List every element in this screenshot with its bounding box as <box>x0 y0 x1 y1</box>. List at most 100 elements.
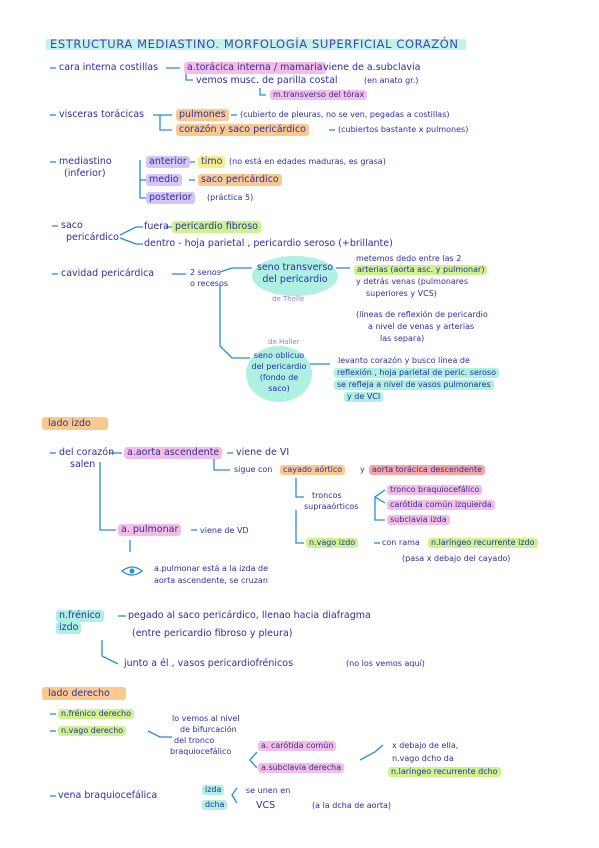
senos-2: o recesos <box>190 279 229 288</box>
mediastino-anterior: anterior <box>146 156 190 168</box>
mediastino-inferior: (inferior) <box>64 168 106 179</box>
pericardio-fibroso: pericardio fibroso <box>172 221 261 233</box>
frenico-derecho: n.frénico derecho <box>58 709 134 719</box>
thelle-note: de Thelle <box>272 295 305 303</box>
aorta-ascendente: a.aorta ascendente <box>124 447 223 459</box>
viene-vi: viene de VI <box>236 447 290 458</box>
carotida-izquierda: carótida común izquierda <box>387 500 495 510</box>
con-rama: con rama <box>382 538 420 547</box>
seno-transverso-bubble <box>252 256 338 296</box>
vena-izda: izda <box>202 785 225 795</box>
haller-note: de Haller <box>268 338 300 346</box>
dcha-aorta: (a la dcha de aorta) <box>312 801 392 810</box>
izdo-header-bar <box>42 417 108 430</box>
viene-subclavia: viene de a.subclavia <box>323 62 421 73</box>
laringeo-recurrente-dcho: n.laríngeo recurrente dcho <box>388 767 501 777</box>
pasa-cayado: (pasa x debajo del cayado) <box>402 554 511 563</box>
seno-transverso-2: del pericardio <box>262 274 328 285</box>
vemos-nivel-4: braquiocefálico <box>170 747 232 756</box>
timo-note: (no está en edades maduras, es grasa) <box>229 157 386 166</box>
page-title: ESTRUCTURA MEDIASTINO. MORFOLOGÍA SUPERF… <box>50 37 459 51</box>
troncos-2: supraaórticos <box>304 502 359 511</box>
cavidad-label: cavidad pericárdica <box>61 268 155 279</box>
seno-transverso-1: seno transverso <box>256 262 334 273</box>
arteria-pulmonar: a. pulmonar <box>118 524 182 536</box>
frenico-izdo-label-2: izdo <box>56 622 82 634</box>
nervio-transverso: m.transverso del tórax <box>270 90 368 100</box>
mediastino-label: mediastino <box>59 156 112 167</box>
debajo-ella: x debajo de ella, <box>392 741 459 750</box>
saco-label-2: pericárdico <box>66 232 119 243</box>
levanto-2: reflexión , hoja parietal de peric. sero… <box>334 368 499 378</box>
dcho-header-bar <box>42 687 126 700</box>
arteria-toracica: a.torácica interna / mamaria <box>184 62 326 74</box>
lineas-1: (líneas de reflexión de pericardio <box>356 310 488 319</box>
visceras-label: visceras torácicas <box>59 109 145 120</box>
subclavia-izda: subclavia izda <box>387 515 450 525</box>
vemos-parilla: vemos musc. de parilla costal <box>196 75 338 86</box>
nvago-dcho-da: n.vago dcho da <box>392 754 454 763</box>
vemos-nivel-2: de bifurcación <box>180 725 237 734</box>
title-highlight <box>46 39 466 50</box>
seno-oblicuo-4: saco) <box>268 384 290 393</box>
tronco-braquiocefalico: tronco braquiocefálico <box>387 485 483 495</box>
salen: salen <box>70 459 96 470</box>
frenico-izdo-label: n.frénico <box>56 610 104 622</box>
no-los-vemos: (no los vemos aquí) <box>346 659 425 668</box>
vemos-nivel-3: del tronco <box>174 736 215 745</box>
nota-pulmonar-1: a.pulmonar está a la izda de <box>154 564 269 573</box>
izdo-header: lado izdo <box>48 418 91 429</box>
corazon-note: (cubiertos bastante x pulmones) <box>338 125 469 134</box>
pulmones-note: (cubierto de pleuras, no se ven, pegadas… <box>240 110 450 119</box>
vena-dcha: dcha <box>202 800 228 810</box>
lineas-3: las separa) <box>380 334 425 343</box>
metemos-2: arterias (aorta asc. y pulmonar) <box>354 265 488 275</box>
vemos-nivel-1: lo vemos al nivel <box>172 714 240 723</box>
corazon-saco: corazón y saco pericárdico <box>176 124 309 136</box>
dcho-header: lado derecho <box>48 688 110 699</box>
se-unen: se unen en <box>246 786 291 795</box>
seno-oblicuo-2: del pericardio <box>251 362 307 371</box>
nervio-vago-izdo: n.vago izdo <box>306 538 359 548</box>
laringeo-recurrente-izdo: n.laríngeo recurrente izdo <box>428 538 538 548</box>
cayado-y: y <box>360 465 365 474</box>
seno-oblicuo-3: (fondo de <box>259 373 299 382</box>
vcs: VCS <box>256 800 276 811</box>
saco-label: saco <box>61 220 83 231</box>
viene-vd: viene de VD <box>200 526 249 535</box>
cara-label: cara interna costillas <box>59 62 159 73</box>
practica-note: (práctica 5) <box>207 193 254 202</box>
vago-derecho: n.vago derecho <box>58 726 127 736</box>
pulmones: pulmones <box>176 109 229 121</box>
senos-1: 2 senos <box>190 268 221 277</box>
timo: timo <box>198 156 226 168</box>
troncos-1: troncos <box>312 491 342 500</box>
levanto-1: levanto corazón y busco línea de <box>338 356 470 365</box>
nota-pulmonar-2: aorta ascendente, se cruzan <box>154 576 268 585</box>
saco-fuera: fuera <box>144 221 169 232</box>
del-corazon: del corazón <box>59 447 115 458</box>
pegado-saco: pegado al saco pericárdico, llenao hacia… <box>128 610 371 621</box>
seno-oblicuo-1: seno oblicuo <box>253 351 305 360</box>
mediastino-posterior: posterior <box>146 192 195 204</box>
sigue-con: sigue con <box>234 465 273 474</box>
carotida-comun-dcha: a. carótida común <box>258 741 337 751</box>
anato-note: (en anato gr.) <box>364 76 419 85</box>
mediastino-medio: medio <box>146 174 182 186</box>
seno-oblicuo-bubble <box>246 346 312 402</box>
levanto-3: se refleja a nivel de vasos pulmonares <box>334 380 494 390</box>
cayado-aortico: cayado aórtico <box>280 465 346 475</box>
eye-icon <box>120 566 144 576</box>
junto-vasos: junto a él , vasos pericardiofrénicos <box>124 658 294 669</box>
levanto-4: y de VCI <box>344 392 384 402</box>
saco-pericardico-medio: saco pericárdico <box>198 174 282 186</box>
lineas-2: a nivel de venas y arterias <box>368 322 475 331</box>
entre-pericardio: (entre pericardio fibroso y pleura) <box>132 628 293 639</box>
saco-dentro: dentro - hoja parietal , pericardio sero… <box>144 238 393 249</box>
subclavia-derecha: a.subclavia derecha <box>258 763 345 773</box>
aorta-toracica-desc: aorta torácica descendente <box>369 465 486 475</box>
metemos-1: metemos dedo entre las 2 <box>356 254 462 263</box>
metemos-3: y detrás venas (pulmonares <box>356 277 469 286</box>
vena-braquiocefalica: vena braquiocefálica <box>58 790 158 801</box>
